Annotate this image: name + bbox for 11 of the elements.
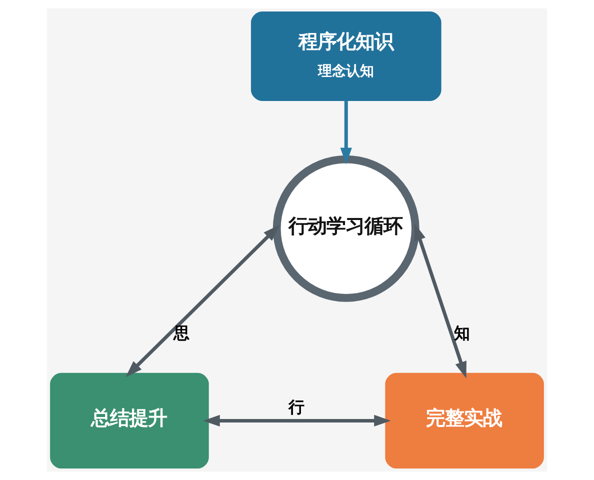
node-box: 程序化知识 理念认知 — [250, 12, 442, 101]
arrow — [126, 224, 280, 378]
node-box: 完整实战 — [385, 372, 544, 468]
node-circle: 行动学习循环 — [272, 155, 420, 302]
arrow — [340, 100, 352, 164]
edge-label: 知 — [454, 324, 470, 343]
edge-label: 思 — [173, 324, 190, 343]
node-box: 总结提升 — [50, 372, 209, 468]
arrow — [203, 414, 391, 427]
edge-label: 行 — [288, 397, 305, 416]
arrow — [414, 224, 466, 378]
